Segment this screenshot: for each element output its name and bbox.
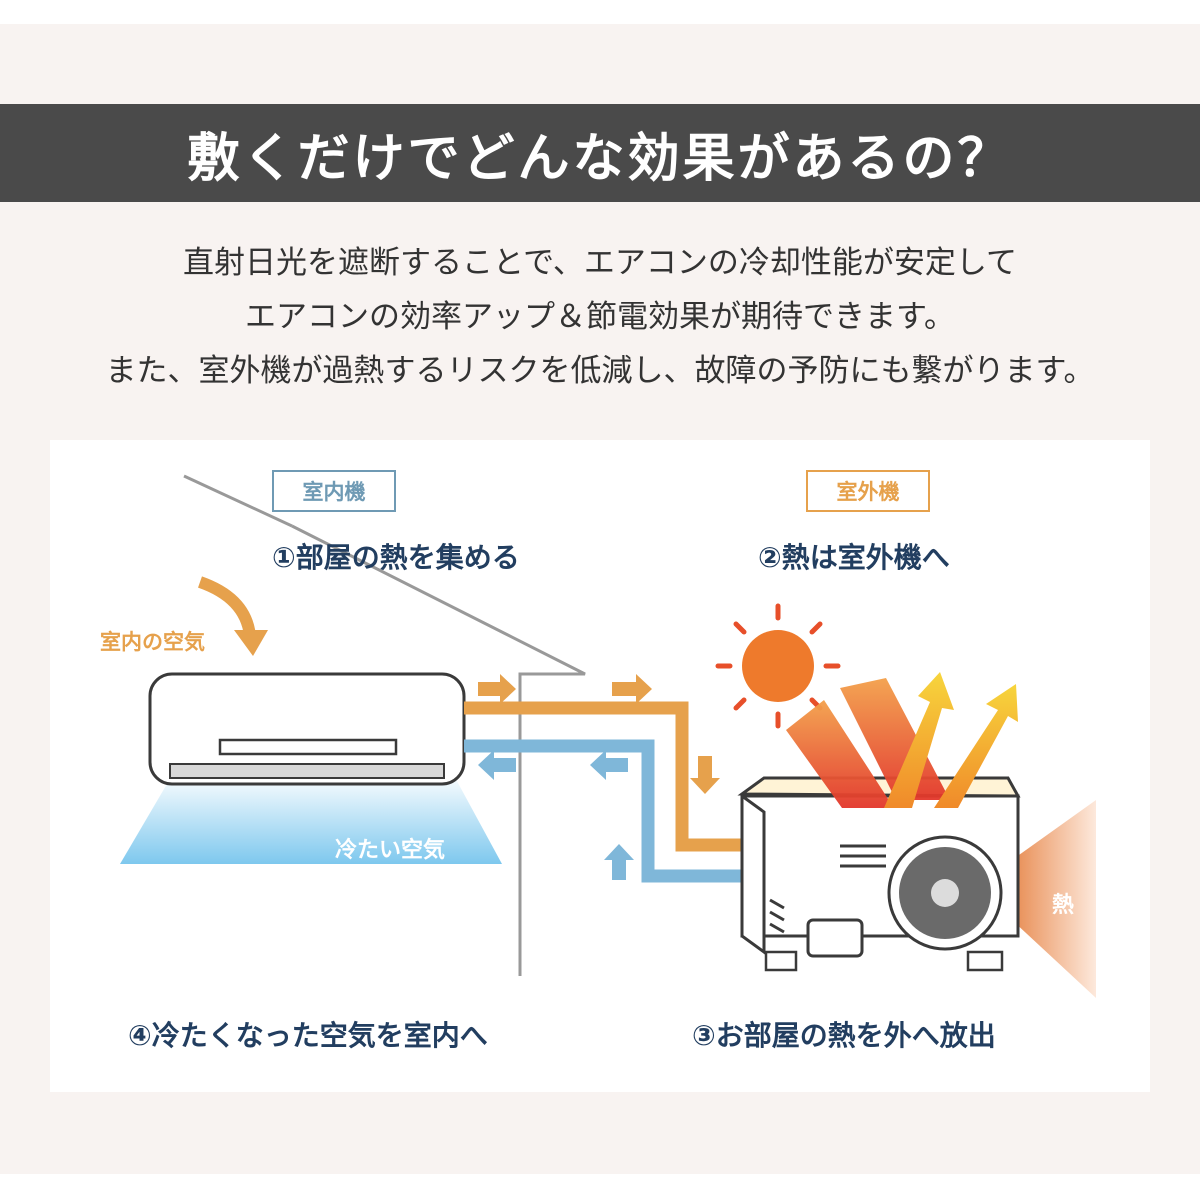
- sun-icon: [715, 603, 841, 729]
- sunlight-ray: [786, 700, 894, 808]
- page-title: 敷くだけでどんな効果があるの？: [0, 104, 1200, 202]
- diagram-illustration: [120, 474, 1096, 998]
- indoor-unit-tag: 室内機: [272, 470, 396, 512]
- reflected-ray: [934, 684, 1018, 808]
- heat-pipe: [464, 701, 744, 852]
- flow-arrow-right: [612, 674, 652, 704]
- step-4-label: ④冷たくなった空気を室内へ: [128, 1019, 488, 1052]
- aircon-diagram: 室内機 室外機 ①部屋の熱を集める ②熱は室外機へ ③お部屋の熱を外へ放出 ④冷…: [50, 440, 1150, 1092]
- step-2-label: ②熱は室外機へ: [758, 541, 950, 574]
- cool-air-label: 冷たい空気: [335, 838, 446, 863]
- cool-pipe: [464, 739, 744, 883]
- intro-line: 直射日光を遮断することで、エアコンの冷却性能が安定して: [183, 245, 1017, 281]
- intro-line: エアコンの効率アップ＆節電効果が期待できます。: [245, 299, 955, 335]
- intro-text: 直射日光を遮断することで、エアコンの冷却性能が安定して エアコンの効率アップ＆節…: [0, 236, 1200, 398]
- flow-arrow-right: [478, 674, 516, 704]
- indoor-unit: [148, 672, 466, 786]
- outdoor-unit-tag: 室外機: [806, 470, 930, 512]
- flow-arrow-left: [478, 750, 516, 780]
- flow-arrow-left: [590, 750, 628, 780]
- house-wall: [183, 474, 586, 976]
- flow-arrow-down: [690, 756, 720, 794]
- step-3-label: ③お部屋の熱を外へ放出: [692, 1019, 996, 1052]
- cool-air-flow: [120, 772, 502, 864]
- room-air-arrow: [197, 576, 268, 656]
- room-air-label: 室内の空気: [100, 630, 205, 654]
- flow-arrow-up: [604, 844, 634, 880]
- heat-radiation: [1012, 800, 1096, 998]
- heat-label: 熱: [1052, 893, 1075, 918]
- intro-line: また、室外機が過熱するリスクを低減し、故障の予防にも繋がります。: [105, 353, 1095, 389]
- step-1-label: ①部屋の熱を集める: [272, 541, 520, 574]
- outdoor-unit: [737, 776, 1021, 972]
- reflected-ray: [884, 672, 954, 808]
